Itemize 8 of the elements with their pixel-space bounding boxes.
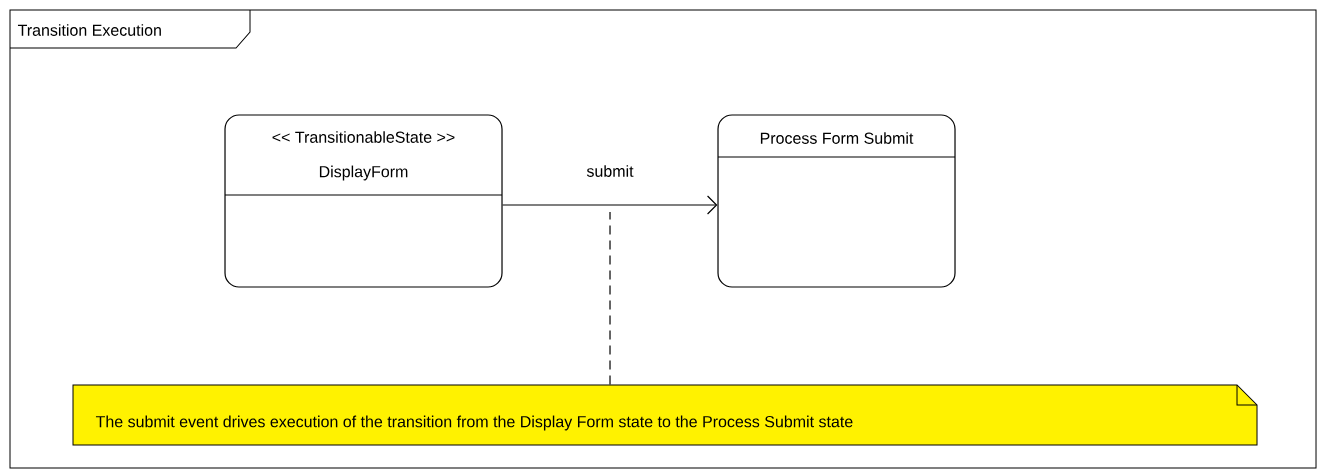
frame	[9, 9, 1317, 469]
note: The submit event drives execution of the transition from the Display Form state to the Process Submit state	[72, 384, 1258, 446]
leader-line	[609, 211, 611, 385]
state-box: << TransitionableState >> DisplayForm	[224, 114, 503, 288]
frame-title-tab: Transition Execution	[9, 9, 251, 49]
state-box: Process Form Submit	[717, 114, 956, 288]
edge-label: submit	[585, 164, 635, 178]
arrow	[502, 195, 718, 215]
